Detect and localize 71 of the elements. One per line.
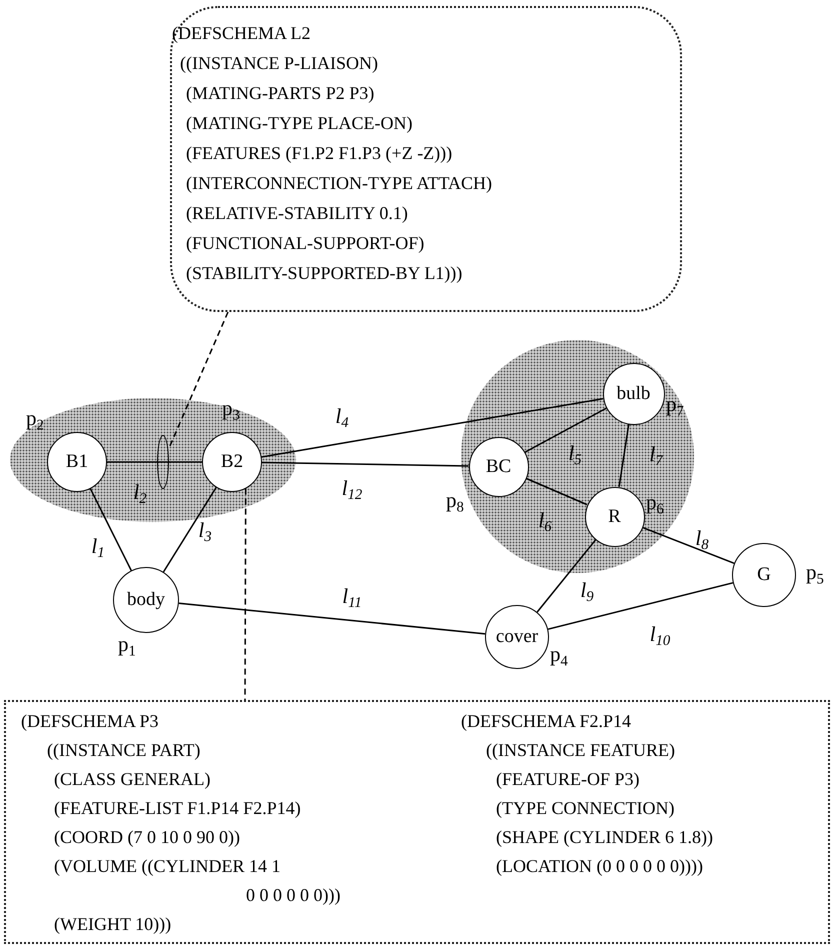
part-number: p$_{6}$ xyxy=(646,490,664,518)
edge-label: l$_{6}$ xyxy=(538,508,552,536)
part-circle xyxy=(602,362,664,424)
schema-line: (VOLUME ((CYLINDER 14 1 xyxy=(54,855,280,877)
part-name: G xyxy=(757,564,771,586)
part-number: p$_{3}$ xyxy=(222,396,240,424)
schema-line: (INTERCONNECTION-TYPE ATTACH) xyxy=(186,172,492,194)
part-name: B2 xyxy=(220,451,244,473)
schema-line: (FEATURE-LIST F1.P14 F2.P14) xyxy=(54,797,301,819)
part-name: R xyxy=(608,506,621,528)
edge-label: l$_{2}$ xyxy=(133,480,147,508)
liaison-line xyxy=(261,398,604,458)
part-name: bulb xyxy=(616,382,650,404)
part-name: B1 xyxy=(66,451,88,473)
edge-label: l$_{8}$ xyxy=(695,526,709,554)
schema-line: ((INSTANCE FEATURE) xyxy=(486,739,676,761)
callout-box xyxy=(170,6,682,312)
schema-line: (CLASS GENERAL) xyxy=(54,768,210,790)
liaison-line xyxy=(526,478,588,506)
edge-label: l$_{5}$ xyxy=(568,440,582,470)
liaison-line xyxy=(524,408,607,453)
schema-line: ((INSTANCE PART) xyxy=(47,739,200,761)
schema-line: (FUNCTIONAL-SUPPORT-OF) xyxy=(186,232,424,254)
schema-line: (LOCATION (0 0 0 0 0 0)))) xyxy=(496,855,703,877)
schema-line: 0 0 0 0 0 0))) xyxy=(246,884,340,906)
schema-line: (SHAPE (CYLINDER 6 1.8)) xyxy=(496,826,713,848)
schema-line: ((INSTANCE P-LIAISON) xyxy=(180,52,378,74)
edge-label: l$_{3}$ xyxy=(198,518,212,546)
part-circle xyxy=(468,436,528,496)
schema-line: (DEFSCHEMA F2.P14 xyxy=(461,710,632,732)
schema-line: (RELATIVE-STABILITY 0.1) xyxy=(186,202,408,224)
liaison-line xyxy=(618,424,630,487)
edge-label: l$_{9}$ xyxy=(580,578,594,606)
part-number: p$_{2}$ xyxy=(26,406,44,434)
edge-label: l$_{4}$ xyxy=(335,404,349,432)
part-number: p$_{1}$ xyxy=(118,632,136,660)
schema-box xyxy=(4,700,830,944)
edge-label: l$_{10}$ xyxy=(650,622,670,650)
liaison-line xyxy=(262,462,469,467)
part-circle xyxy=(584,486,644,546)
schema-line: (TYPE CONNECTION) xyxy=(496,797,674,819)
part-circle xyxy=(202,432,262,492)
part-name: body xyxy=(127,589,165,611)
schema-line: (WEIGHT 10))) xyxy=(54,913,172,935)
liaison-line xyxy=(90,488,132,571)
schema-line: (MATING-TYPE PLACE-ON) xyxy=(186,112,412,134)
schema-line: (DEFSCHEMA P3 xyxy=(21,710,159,732)
part-number: p$_{4}$ xyxy=(550,642,568,670)
schema-line: (DEFSCHEMA L2 xyxy=(172,22,311,44)
liaison-line xyxy=(162,487,217,572)
part-circle xyxy=(47,432,107,492)
liaison-line xyxy=(548,582,734,630)
part-number: p$_{7}$ xyxy=(666,392,684,420)
part-number: p$_{5}$ xyxy=(806,560,824,588)
part-number: p$_{8}$ xyxy=(446,488,464,516)
schema-line: (COORD (7 0 10 0 90 0)) xyxy=(54,826,240,848)
part-name: cover xyxy=(496,626,538,648)
edge-label: l$_{12}$ xyxy=(342,476,362,504)
edge-label: l$_{1}$ xyxy=(91,534,105,562)
schema-line: (MATING-PARTS P2 P3) xyxy=(186,82,374,104)
liaison-line xyxy=(642,526,734,564)
part-name: BC xyxy=(486,456,512,478)
liaison-line xyxy=(178,602,486,635)
leader-line xyxy=(244,488,246,700)
schema-line: (STABILITY-SUPPORTED-BY L1))) xyxy=(186,262,462,284)
schema-line: (FEATURES (F1.P2 F1.P3 (+Z -Z))) xyxy=(186,142,452,164)
edge-label: l$_{7}$ xyxy=(649,442,663,470)
liaison-line xyxy=(107,461,202,463)
edge-label: l$_{11}$ xyxy=(342,584,362,612)
ellipse-marker xyxy=(157,435,169,489)
schema-line: (FEATURE-OF P3) xyxy=(496,768,640,790)
